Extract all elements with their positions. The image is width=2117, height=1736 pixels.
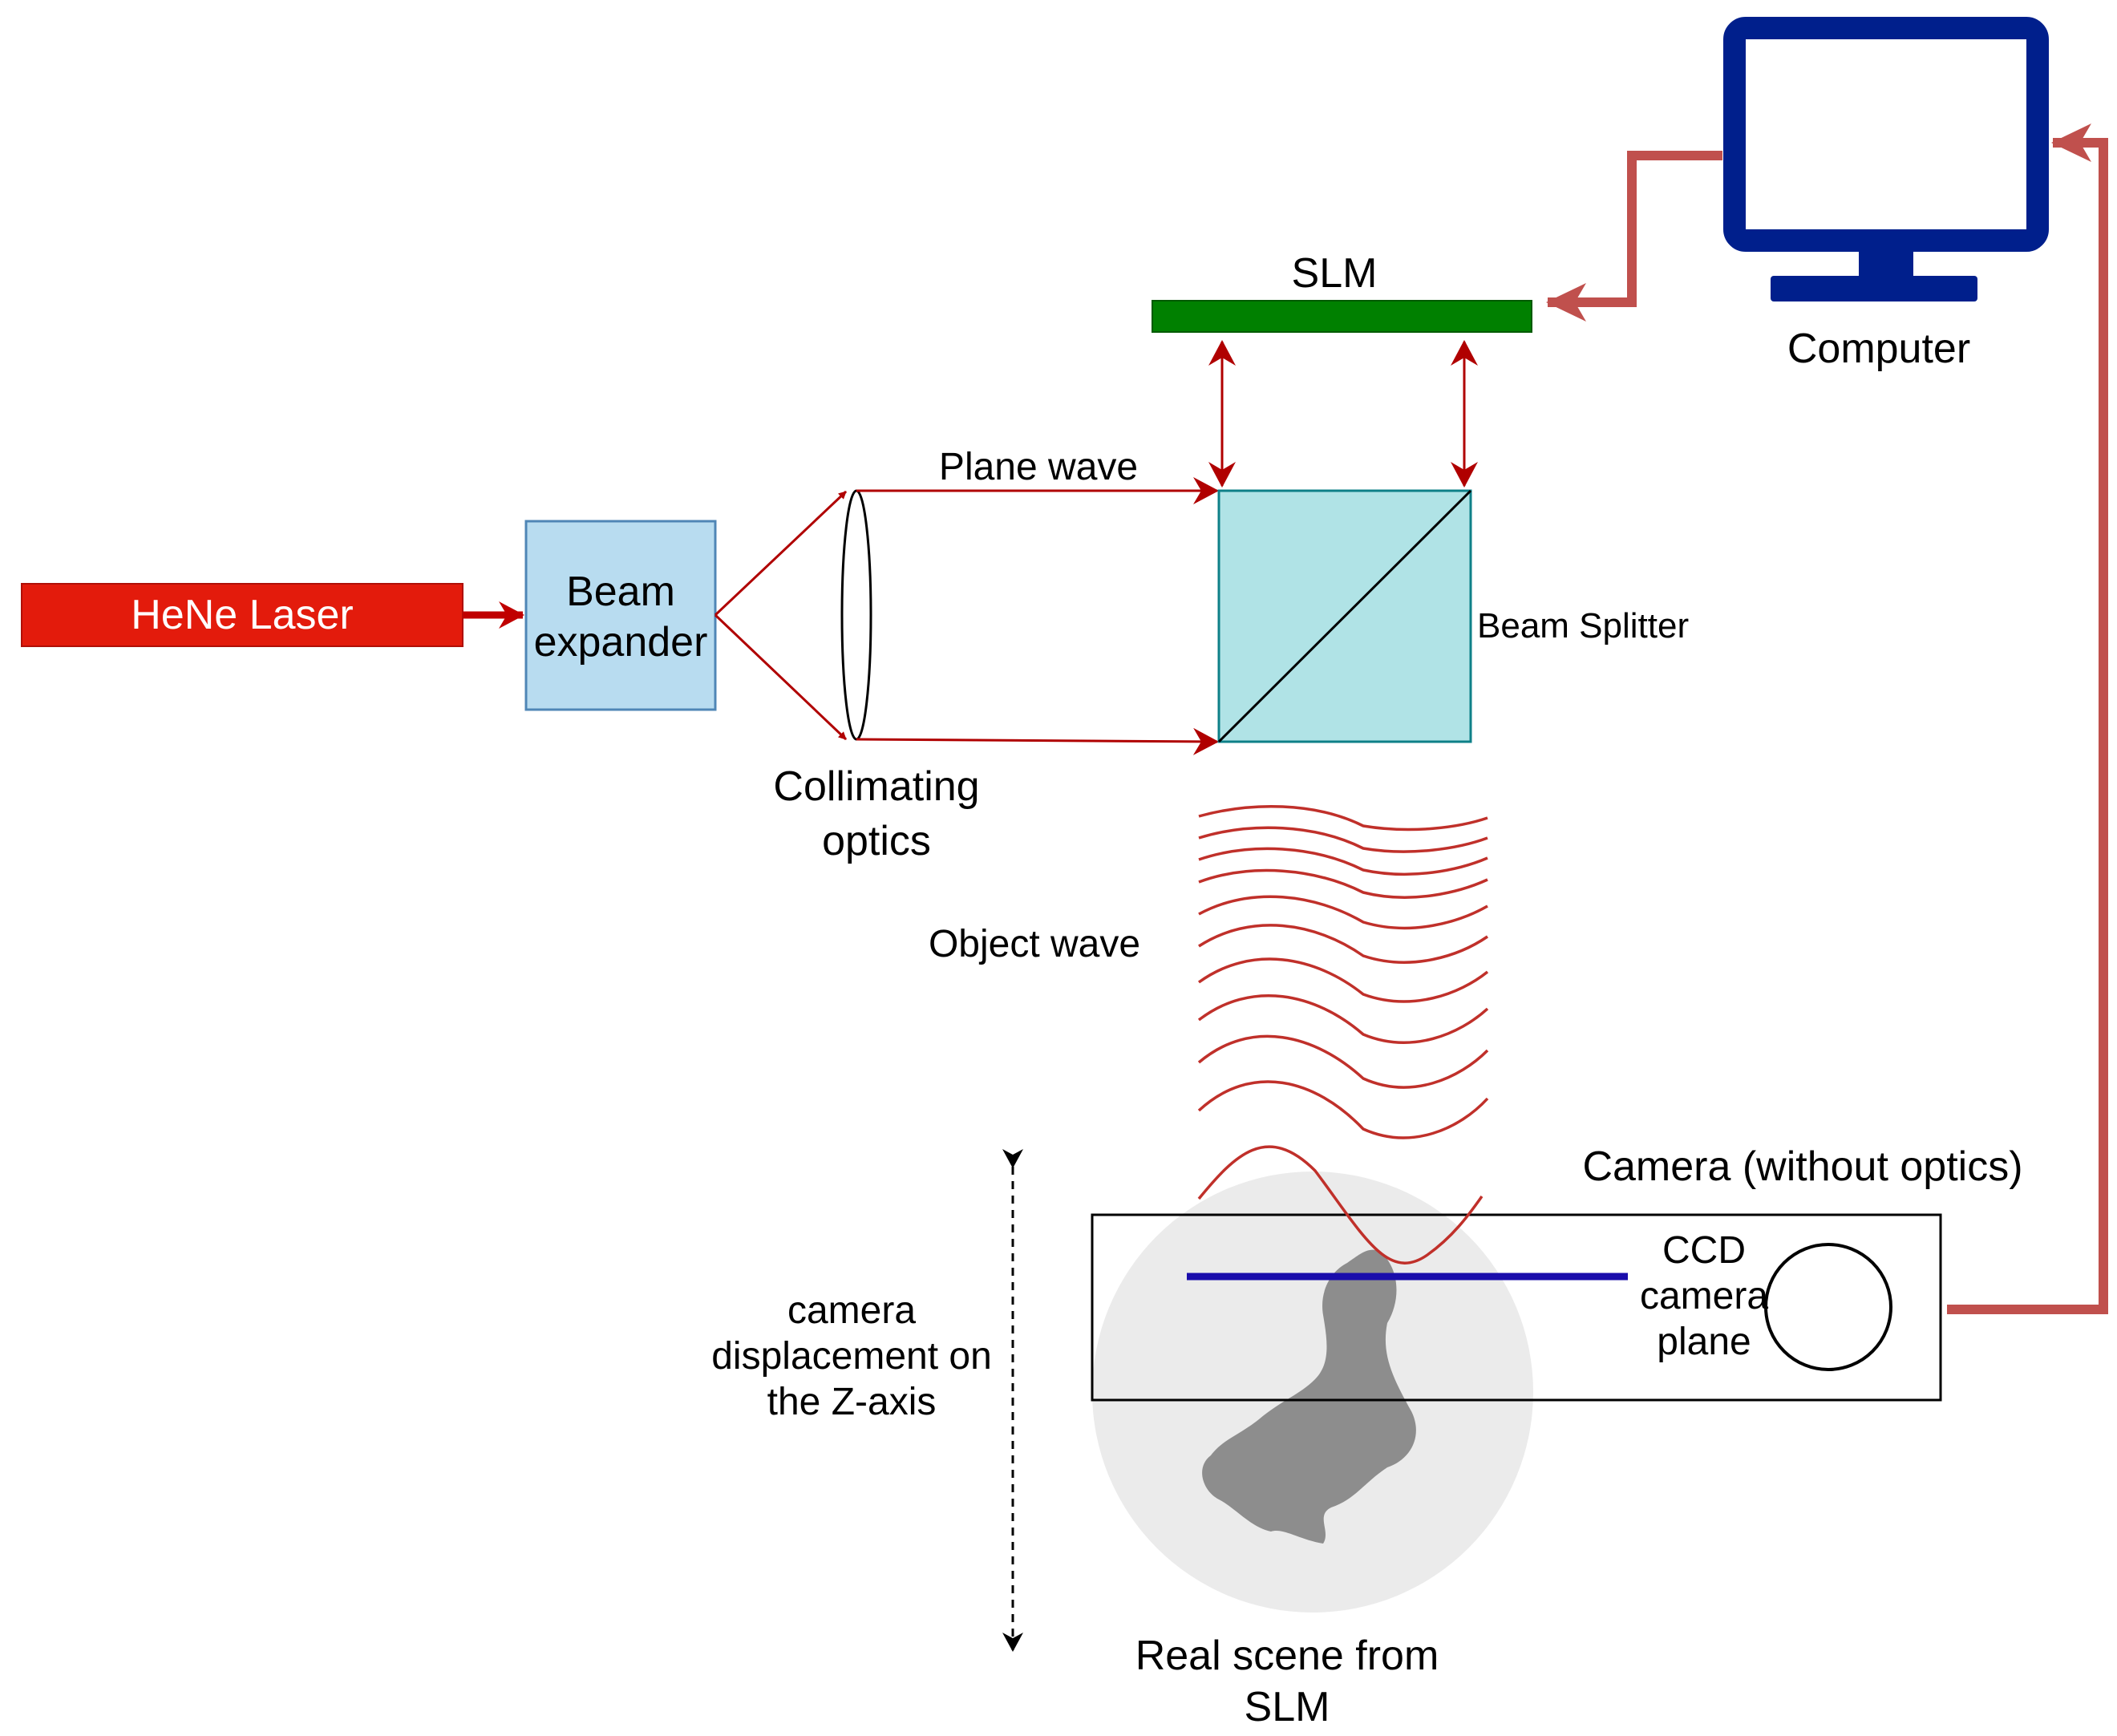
beam-splitter-diagonal xyxy=(1217,489,1472,743)
displacement-label-line3: the Z-axis xyxy=(767,1381,937,1423)
camera-body xyxy=(1091,1213,1942,1402)
laser-label: HeNe Laser xyxy=(131,592,353,638)
ccd-label-line2: camera xyxy=(1640,1275,1768,1317)
scene-label-line2: SLM xyxy=(1245,1684,1330,1730)
computer: Computer xyxy=(1723,17,2049,372)
ccd-label-line1: CCD xyxy=(1662,1229,1746,1272)
plane-wave-beam-lower xyxy=(856,727,1219,755)
diverging-beam-lower xyxy=(714,613,848,741)
slm-panel xyxy=(1152,300,1532,333)
object-wave-label: Object wave xyxy=(929,923,1140,965)
collimating-label-line1: Collimating xyxy=(773,763,979,810)
scene-dragon-figure xyxy=(1202,1249,1416,1544)
beam-splitter: Beam Splitter xyxy=(1217,489,1689,743)
slm: SLM xyxy=(1152,250,1532,333)
beam-expander: Beam expander xyxy=(524,520,717,711)
object-wave xyxy=(1197,805,1489,1265)
diverging-beam-upper xyxy=(714,490,848,617)
object-wave-line xyxy=(1198,868,1488,899)
object-wave-line xyxy=(1197,1080,1489,1139)
camera xyxy=(1091,1213,1942,1402)
hene-laser: HeNe Laser xyxy=(21,583,463,647)
computer-stand-base xyxy=(1771,276,1977,301)
object-wave-line xyxy=(1198,805,1488,832)
beam-expander-label-line1: Beam xyxy=(566,569,675,615)
object-wave-line xyxy=(1198,826,1488,853)
object-wave-line xyxy=(1197,1145,1484,1265)
diverging-beams xyxy=(714,490,848,741)
plane-wave-label: Plane wave xyxy=(939,446,1138,488)
slm-splitter-arrows xyxy=(1208,340,1478,488)
object-wave-line xyxy=(1197,957,1489,1003)
camera-label: Camera (without optics) xyxy=(1582,1143,2022,1190)
camera-sensor-circle xyxy=(1764,1243,1892,1371)
camera-to-computer-connector xyxy=(1947,123,2108,1314)
real-scene xyxy=(1092,1171,1533,1613)
object-wave-line xyxy=(1197,1034,1489,1089)
collimating-label-line2: optics xyxy=(822,818,931,864)
displacement-label-line2: displacement on xyxy=(711,1335,992,1378)
object-wave-line xyxy=(1198,847,1488,876)
plane-wave-beams xyxy=(856,477,1219,755)
beam-expander-label-line2: expander xyxy=(534,619,708,666)
computer-monitor-icon xyxy=(1723,17,2049,252)
collimating-lens xyxy=(840,489,872,741)
slm-label: SLM xyxy=(1292,250,1378,297)
object-wave-line xyxy=(1197,994,1489,1044)
computer-stand-neck xyxy=(1859,247,1913,277)
computer-label: Computer xyxy=(1787,326,1970,372)
computer-to-slm-connector xyxy=(1546,151,1722,322)
object-wave-line xyxy=(1198,895,1488,930)
scene-label-line1: Real scene from xyxy=(1135,1633,1439,1679)
beam-splitter-label: Beam Splitter xyxy=(1477,606,1689,645)
beam-expander-box xyxy=(524,520,717,711)
object-wave-line xyxy=(1198,924,1488,964)
displacement-label-line1: camera xyxy=(787,1289,916,1332)
ccd-label-line3: plane xyxy=(1657,1321,1751,1363)
